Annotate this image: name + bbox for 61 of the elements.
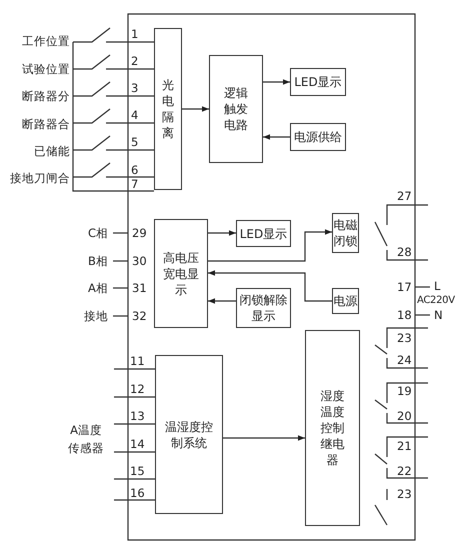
signal-label: A温度传感器 <box>67 422 105 457</box>
signal-label: 断路器分 <box>22 89 70 103</box>
arrow <box>223 435 305 441</box>
control-block: 温湿度控制系统 <box>155 355 223 514</box>
terminal-number: 4 <box>131 108 138 122</box>
signal-label: 断路器合 <box>22 117 70 131</box>
signal-label: N <box>434 308 443 322</box>
terminal-number: 30 <box>132 254 147 268</box>
terminal-number: 24 <box>397 353 412 367</box>
signal-label: 试验位置 <box>22 62 70 76</box>
terminal-number: 16 <box>130 486 145 500</box>
lock-box: 电磁闭锁 <box>332 213 359 253</box>
signal-label: B相 <box>88 254 108 268</box>
terminal-number: 20 <box>397 409 412 423</box>
arrow <box>208 229 332 262</box>
relay-block: 湿度温度控制继电器 <box>305 330 360 526</box>
terminal-number: 11 <box>130 354 145 368</box>
arrow <box>182 106 209 112</box>
signal-label: A相 <box>88 281 108 295</box>
terminal-number: 32 <box>132 309 147 323</box>
arrow <box>208 230 236 236</box>
terminal-number: 28 <box>397 245 412 259</box>
arrow <box>263 79 290 85</box>
terminal-number: 12 <box>130 382 145 396</box>
terminal-number: 23 <box>397 331 412 345</box>
signal-label: AC220V <box>417 294 455 308</box>
terminal-number: 14 <box>130 437 145 451</box>
display-box: LED显示 <box>290 68 346 96</box>
terminal-number: 18 <box>397 308 412 322</box>
terminal-number: 17 <box>397 280 412 294</box>
display-block: 高电压宽电显示 <box>154 219 208 328</box>
terminal-number: 1 <box>131 27 138 41</box>
signal-label: 接地 <box>84 309 108 323</box>
signal-label: 接地刀闸合 <box>10 171 70 185</box>
terminal-number: 2 <box>131 54 138 68</box>
terminal-number: 15 <box>130 464 145 478</box>
arrow <box>208 298 236 304</box>
arrow <box>208 270 332 302</box>
terminal-number: 5 <box>131 135 138 149</box>
terminal-number: 3 <box>131 81 138 95</box>
terminal-number: 13 <box>130 409 145 423</box>
terminal-number: 19 <box>397 384 412 398</box>
terminal-number: 23 <box>397 487 412 501</box>
signal-label: 工作位置 <box>22 34 70 48</box>
display-box: LED显示 <box>236 220 291 247</box>
signal-label: 已储能 <box>34 144 70 158</box>
isolation-block: 光电隔离 <box>154 28 182 190</box>
power-box: 电源 <box>332 288 359 314</box>
terminal-number: 7 <box>131 177 138 191</box>
terminal-number: 29 <box>132 226 147 240</box>
display-box: 闭锁解除显示 <box>236 288 291 328</box>
signal-label: L <box>434 279 440 293</box>
terminal-number: 31 <box>132 281 147 295</box>
terminal-number: 6 <box>131 163 138 177</box>
signal-label: C相 <box>88 226 108 240</box>
power-box: 电源供给 <box>290 123 346 151</box>
terminal-number: 21 <box>397 439 412 453</box>
terminal-number: 27 <box>397 189 412 203</box>
logic-block: 逻辑触发电路 <box>209 55 263 163</box>
terminal-number: 22 <box>397 464 412 478</box>
arrow <box>263 134 290 140</box>
